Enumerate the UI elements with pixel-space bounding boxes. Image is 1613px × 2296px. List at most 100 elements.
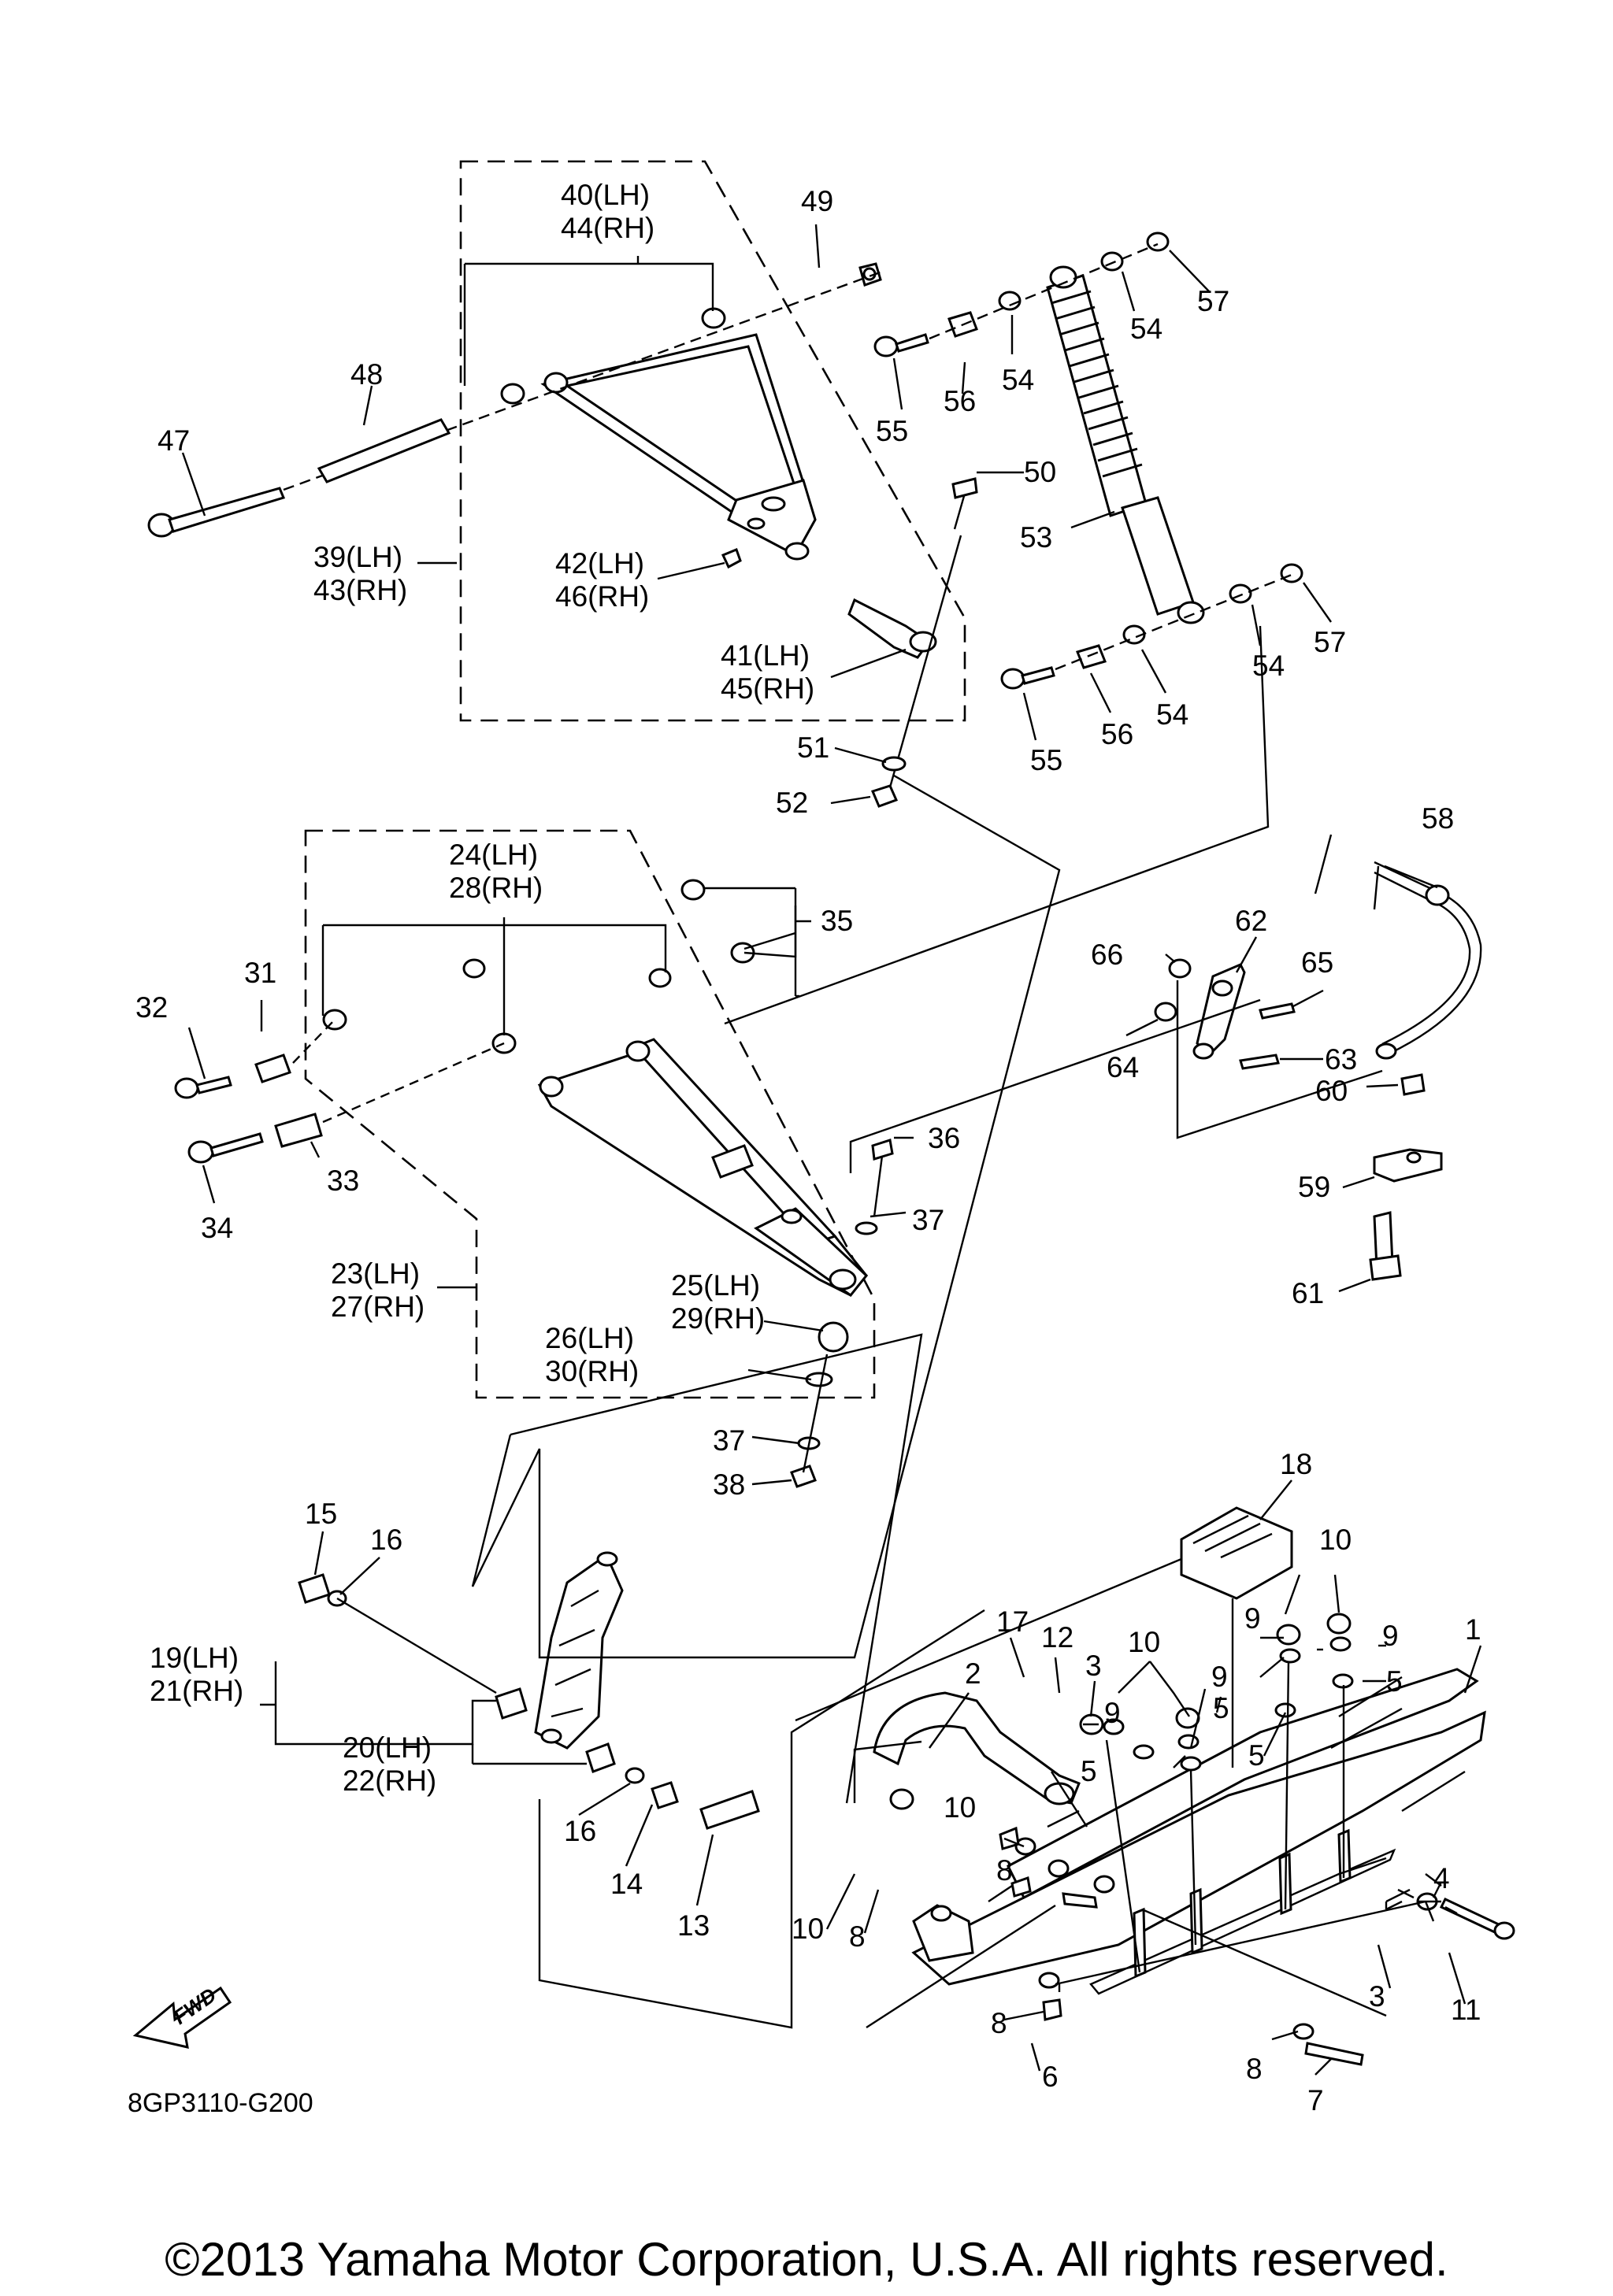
callout-53: 53 [1020, 521, 1052, 554]
stud-bolt-50 [888, 477, 978, 788]
callout-30: 30(RH) [545, 1355, 639, 1387]
upper-a-arm [540, 333, 817, 561]
callout-46: 46(RH) [555, 580, 649, 613]
callout-56b: 56 [1101, 718, 1133, 750]
copyright-notice: ©2013 Yamaha Motor Corporation, U.S.A. A… [165, 2233, 1448, 2286]
callout-64: 64 [1107, 1051, 1139, 1083]
stabilizer-link [1154, 958, 1296, 1070]
lower-a-arm [537, 1038, 869, 1298]
callout-10b: 10 [1128, 1626, 1160, 1658]
callout-8b: 8 [849, 1920, 866, 1953]
lower-arm-bolts [174, 1019, 505, 1164]
callout-36: 36 [928, 1122, 960, 1154]
callout-labels: 40(LH) 44(RH) 49 48 47 39(LH) 43(RH) 42(… [135, 179, 1481, 2116]
callout-37a: 37 [912, 1204, 944, 1236]
callout-22: 22(RH) [343, 1765, 436, 1797]
callout-10c: 10 [944, 1791, 976, 1824]
ski-body [911, 1668, 1486, 1986]
callout-47: 47 [158, 424, 190, 457]
callout-7: 7 [1307, 2084, 1324, 2116]
callout-63: 63 [1325, 1043, 1357, 1076]
callout-37b: 37 [713, 1424, 745, 1457]
callout-15: 15 [305, 1498, 337, 1530]
upper-arm-bushings [500, 262, 882, 405]
lower-arm-group-box [304, 829, 876, 1399]
callout-39: 39(LH) [313, 541, 402, 573]
callout-11: 11 [1451, 1994, 1481, 2026]
callout-35: 35 [821, 905, 853, 937]
callout-3b: 3 [1369, 1980, 1385, 2013]
callout-18: 18 [1280, 1448, 1312, 1480]
spindle-hardware [298, 1573, 760, 1830]
fwd-arrow-icon: FWD [132, 1983, 232, 2049]
callout-10a: 10 [1319, 1524, 1352, 1556]
callout-59: 59 [1298, 1171, 1330, 1203]
callout-56a: 56 [944, 385, 976, 417]
assembly-lines [471, 625, 1466, 2029]
callout-57b: 57 [1314, 626, 1346, 658]
callout-17: 17 [996, 1605, 1029, 1638]
callout-13: 13 [677, 1909, 710, 1942]
leader-lines [181, 224, 1482, 2076]
callout-33: 33 [327, 1165, 359, 1197]
callout-8a: 8 [996, 1854, 1013, 1887]
callout-9d: 9 [1382, 1620, 1399, 1652]
callout-28: 28(RH) [449, 872, 543, 904]
callout-54d: 54 [1252, 650, 1285, 682]
callout-50: 50 [1024, 456, 1056, 488]
callout-48: 48 [350, 358, 383, 391]
callout-55a: 55 [876, 415, 908, 447]
callout-44: 44(RH) [561, 212, 654, 244]
callout-10d: 10 [792, 1913, 824, 1945]
diagram-code: 8GP3110-G200 [128, 2088, 313, 2118]
callout-14: 14 [610, 1868, 643, 1900]
callout-54c: 54 [1156, 698, 1188, 731]
callout-42: 42(LH) [555, 547, 644, 580]
callout-5d: 5 [1386, 1665, 1403, 1698]
callout-57a: 57 [1197, 285, 1229, 317]
callout-19: 19(LH) [150, 1642, 239, 1674]
callout-54b: 54 [1130, 313, 1162, 345]
callout-66: 66 [1091, 939, 1123, 971]
callout-9c: 9 [1244, 1602, 1261, 1635]
callout-52: 52 [776, 787, 808, 819]
callout-43: 43(RH) [313, 574, 407, 606]
ball-joint-lower [790, 1139, 894, 1488]
nut-52 [870, 784, 899, 808]
callout-9a: 9 [1211, 1661, 1228, 1693]
callout-2: 2 [965, 1657, 981, 1690]
callout-21: 21(RH) [150, 1675, 243, 1707]
callout-29: 29(RH) [671, 1302, 765, 1335]
washer-51 [881, 756, 907, 772]
callout-23: 23(LH) [331, 1257, 420, 1290]
callout-60: 60 [1315, 1075, 1348, 1107]
ski-saddle [1180, 1506, 1293, 1600]
lower-arm-bushings [322, 879, 755, 1098]
callout-3a: 3 [1085, 1650, 1102, 1682]
callout-40: 40(LH) [561, 179, 650, 211]
callout-38: 38 [713, 1468, 745, 1501]
callout-26: 26(LH) [545, 1322, 634, 1354]
callout-8c: 8 [991, 2007, 1007, 2039]
callout-55b: 55 [1030, 744, 1062, 776]
callout-54a: 54 [1002, 364, 1034, 396]
callout-65: 65 [1301, 946, 1333, 979]
callout-5c: 5 [1248, 1739, 1265, 1772]
callout-34: 34 [201, 1212, 233, 1244]
brake-cable [1374, 861, 1482, 1060]
callout-41: 41(LH) [721, 639, 810, 672]
callout-5a: 5 [1213, 1692, 1229, 1724]
callout-9b: 9 [1104, 1697, 1121, 1729]
callout-24: 24(LH) [449, 839, 538, 871]
callout-51: 51 [797, 731, 829, 764]
ski-fasteners [930, 1613, 1515, 2066]
callout-49: 49 [801, 185, 833, 217]
callout-31: 31 [244, 957, 276, 989]
cable-bracket [1369, 1073, 1443, 1281]
callout-8d: 8 [1246, 2053, 1263, 2085]
callout-6: 6 [1042, 2061, 1059, 2093]
callout-5b: 5 [1081, 1755, 1097, 1787]
callout-27: 27(RH) [331, 1291, 425, 1323]
ski-handle [873, 1691, 1081, 1810]
